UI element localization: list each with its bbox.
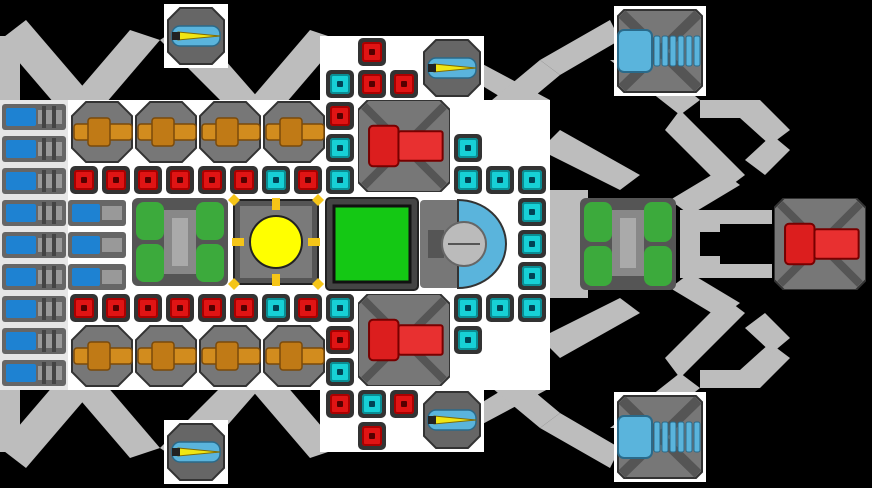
hull-strut xyxy=(670,273,740,318)
hull-strut xyxy=(540,413,620,468)
armor-cyan-icon[interactable] xyxy=(518,230,546,258)
armor-red-icon[interactable] xyxy=(326,326,354,354)
armor-cyan-icon[interactable] xyxy=(262,294,290,322)
cannon-icon[interactable] xyxy=(262,100,326,164)
armor-cyan-icon[interactable] xyxy=(326,166,354,194)
missile-launcher-icon[interactable] xyxy=(164,4,228,68)
armor-red-icon[interactable] xyxy=(70,294,98,322)
thruster-icon[interactable] xyxy=(2,102,68,134)
hull-strut xyxy=(0,36,20,100)
hull-strut xyxy=(540,298,640,358)
armor-cyan-icon[interactable] xyxy=(518,198,546,226)
hull-strut xyxy=(745,135,790,175)
cannon-icon[interactable] xyxy=(70,100,134,164)
hull-strut xyxy=(720,210,772,224)
hull-strut xyxy=(540,130,640,190)
armor-red-icon[interactable] xyxy=(326,390,354,418)
thruster-icon[interactable] xyxy=(2,198,68,230)
armor-cyan-icon[interactable] xyxy=(486,294,514,322)
armor-cyan-icon[interactable] xyxy=(486,166,514,194)
hull-strut xyxy=(0,388,20,452)
hull-strut xyxy=(665,110,745,190)
armor-red-icon[interactable] xyxy=(134,294,162,322)
reactor-icon[interactable] xyxy=(228,194,324,290)
hull-strut xyxy=(665,298,745,378)
armor-cyan-icon[interactable] xyxy=(326,358,354,386)
missile-launcher-icon[interactable] xyxy=(420,36,484,100)
armor-cyan-icon[interactable] xyxy=(518,294,546,322)
hull-strut xyxy=(745,313,790,353)
armor-red-icon[interactable] xyxy=(230,166,258,194)
missile-launcher-icon[interactable] xyxy=(164,420,228,484)
armor-red-icon[interactable] xyxy=(294,294,322,322)
armor-red-icon[interactable] xyxy=(358,38,386,66)
thruster-icon[interactable] xyxy=(2,166,68,198)
cannon-icon[interactable] xyxy=(262,324,326,388)
armor-cyan-icon[interactable] xyxy=(262,166,290,194)
armor-cyan-icon[interactable] xyxy=(326,70,354,98)
fuel-tank-icon[interactable] xyxy=(130,196,230,288)
thruster-icon[interactable] xyxy=(2,294,68,326)
cockpit-icon[interactable] xyxy=(324,196,420,292)
armor-cyan-icon[interactable] xyxy=(518,262,546,290)
armor-cyan-icon[interactable] xyxy=(358,390,386,418)
hull-strut xyxy=(720,264,772,278)
armor-red-icon[interactable] xyxy=(70,166,98,194)
thruster-icon[interactable] xyxy=(2,326,68,358)
ion-turret-icon[interactable] xyxy=(614,6,706,96)
hull-strut xyxy=(250,30,340,110)
laser-turret-icon[interactable] xyxy=(774,198,866,290)
armor-red-icon[interactable] xyxy=(358,70,386,98)
armor-red-icon[interactable] xyxy=(326,102,354,130)
thruster-icon[interactable] xyxy=(2,134,68,166)
armor-red-icon[interactable] xyxy=(102,166,130,194)
hull-strut xyxy=(250,378,340,458)
armor-red-icon[interactable] xyxy=(198,294,226,322)
armor-red-icon[interactable] xyxy=(390,70,418,98)
armor-red-icon[interactable] xyxy=(294,166,322,194)
armor-cyan-icon[interactable] xyxy=(454,294,482,322)
armor-cyan-icon[interactable] xyxy=(518,166,546,194)
armor-red-icon[interactable] xyxy=(134,166,162,194)
hull-strut xyxy=(70,378,160,458)
hull-strut xyxy=(0,20,86,110)
armor-cyan-icon[interactable] xyxy=(454,134,482,162)
armor-cyan-icon[interactable] xyxy=(454,166,482,194)
thruster-icon[interactable] xyxy=(2,262,68,294)
cannon-icon[interactable] xyxy=(198,324,262,388)
cannon-icon[interactable] xyxy=(198,100,262,164)
thruster-icon[interactable] xyxy=(68,198,128,230)
fuel-tank-icon[interactable] xyxy=(578,196,678,292)
armor-red-icon[interactable] xyxy=(390,390,418,418)
thruster-icon[interactable] xyxy=(68,262,128,294)
hull-strut xyxy=(0,378,86,468)
armor-cyan-icon[interactable] xyxy=(326,134,354,162)
armor-red-icon[interactable] xyxy=(230,294,258,322)
hull-strut xyxy=(540,20,620,75)
cannon-icon[interactable] xyxy=(70,324,134,388)
thruster-icon[interactable] xyxy=(2,230,68,262)
ion-turret-icon[interactable] xyxy=(614,392,706,482)
armor-red-icon[interactable] xyxy=(166,294,194,322)
shield-dome-icon[interactable] xyxy=(418,196,516,292)
thruster-icon[interactable] xyxy=(68,230,128,262)
cannon-icon[interactable] xyxy=(134,100,198,164)
missile-launcher-icon[interactable] xyxy=(420,388,484,452)
hull-strut xyxy=(700,100,790,145)
laser-turret-icon[interactable] xyxy=(358,100,450,192)
armor-red-icon[interactable] xyxy=(166,166,194,194)
thruster-icon[interactable] xyxy=(2,358,68,390)
hull-strut xyxy=(670,170,740,215)
cannon-icon[interactable] xyxy=(134,324,198,388)
armor-red-icon[interactable] xyxy=(198,166,226,194)
armor-red-icon[interactable] xyxy=(358,422,386,450)
armor-cyan-icon[interactable] xyxy=(454,326,482,354)
armor-cyan-icon[interactable] xyxy=(326,294,354,322)
hull-strut xyxy=(70,30,160,110)
hull-strut xyxy=(700,343,790,388)
laser-turret-icon[interactable] xyxy=(358,294,450,386)
armor-red-icon[interactable] xyxy=(102,294,130,322)
